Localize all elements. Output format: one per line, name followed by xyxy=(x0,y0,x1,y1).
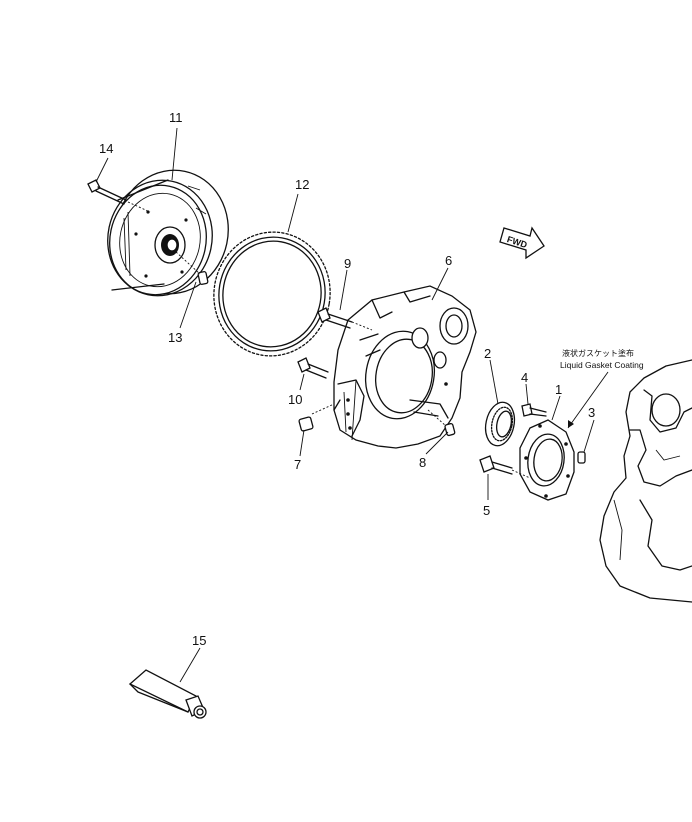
callout-9: 9 xyxy=(344,256,351,271)
seal-case-pin xyxy=(577,451,586,464)
callout-11: 11 xyxy=(169,110,183,125)
flywheel xyxy=(107,169,229,297)
gasket-note-english: Liquid Gasket Coating xyxy=(560,360,644,370)
callout-13: 13 xyxy=(168,330,182,345)
flywheel-bolt xyxy=(87,179,151,213)
dowel-pin xyxy=(175,251,209,285)
callout-2: 2 xyxy=(484,346,491,361)
callout-12: 12 xyxy=(295,177,309,192)
seal-cover-bolt-bottom xyxy=(479,455,531,479)
callout-10: 10 xyxy=(288,392,302,407)
oil-seal xyxy=(484,401,516,447)
callout-7: 7 xyxy=(294,457,301,472)
leader-lines xyxy=(95,127,609,683)
engine-block xyxy=(599,359,692,603)
housing-bolt-lower xyxy=(297,357,329,379)
plug xyxy=(298,403,335,432)
ring-gear xyxy=(213,231,331,357)
callout-8: 8 xyxy=(419,455,426,470)
seal-case xyxy=(519,419,575,501)
gasket-note: 液状ガスケット塗布 Liquid Gasket Coating xyxy=(560,348,644,370)
callout-4: 4 xyxy=(521,370,528,385)
callout-labels: 11 14 12 13 9 6 10 7 8 2 4 1 3 5 15 xyxy=(99,110,595,648)
callout-5: 5 xyxy=(483,503,490,518)
flywheel-housing xyxy=(333,285,477,449)
callout-1: 1 xyxy=(555,382,562,397)
callout-6: 6 xyxy=(445,253,452,268)
callout-3: 3 xyxy=(588,405,595,420)
callout-15: 15 xyxy=(192,633,206,648)
seal-cover-bolt-top xyxy=(521,403,547,417)
forward-arrow: FWD xyxy=(499,226,545,260)
gasket-note-japanese: 液状ガスケット塗布 xyxy=(562,348,634,358)
callout-14: 14 xyxy=(99,141,113,156)
gasket-tube xyxy=(128,669,207,719)
housing-bolt-upper xyxy=(317,307,373,331)
